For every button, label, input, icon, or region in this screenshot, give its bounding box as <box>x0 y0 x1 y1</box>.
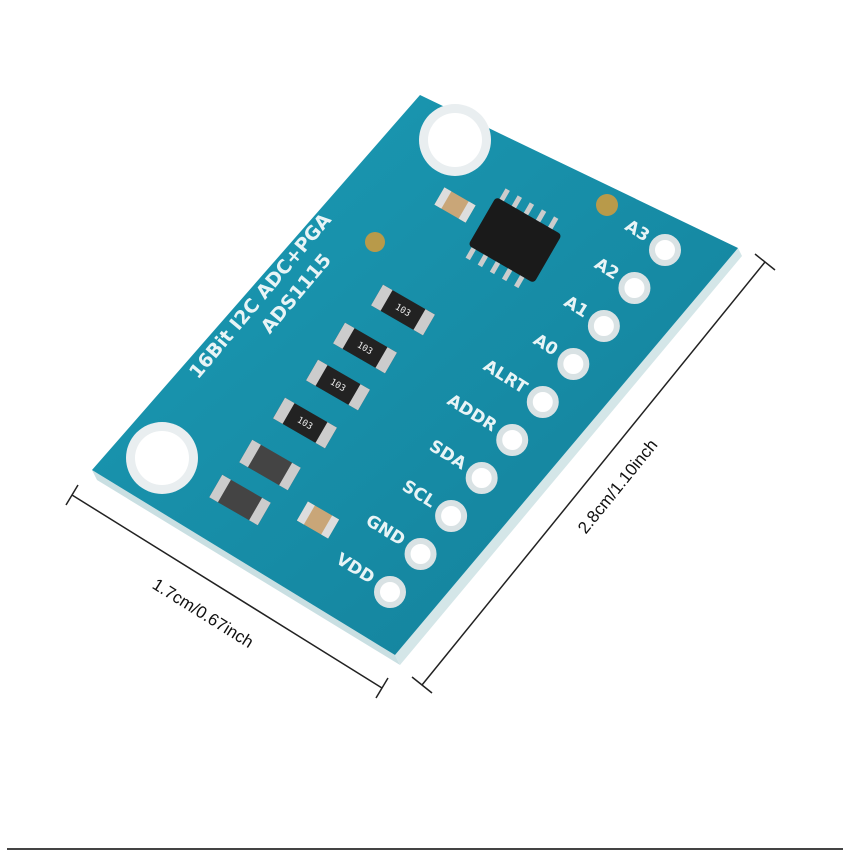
capacitor <box>434 187 476 223</box>
length-label: 2.8cm/1.10inch <box>574 436 661 538</box>
resistor: 103 <box>371 284 435 336</box>
pin-hole-a0 <box>557 348 590 380</box>
pcb-edge-right <box>395 248 742 665</box>
pin-hole-scl <box>435 500 468 532</box>
via-pad <box>365 232 385 252</box>
pin-hole-a2 <box>618 272 651 304</box>
width-dimension <box>65 484 389 699</box>
via-pad <box>596 194 618 216</box>
ic-chip <box>465 188 561 289</box>
length-dimension <box>411 253 776 694</box>
pin-hole-alrt <box>526 386 559 418</box>
resistor: 103 <box>333 322 397 374</box>
mounting-hole <box>419 104 491 176</box>
pin-hole-a3 <box>649 234 681 266</box>
resistor: 103 <box>306 359 370 411</box>
pin-hole-a1 <box>587 310 620 342</box>
inductor <box>239 439 301 491</box>
pin-hole-vdd <box>374 576 406 608</box>
pin-hole-addr <box>496 424 529 456</box>
pin-hole-sda <box>465 462 498 494</box>
width-label: 1.7cm/0.67inch <box>149 575 257 652</box>
pcb-edge <box>92 470 400 665</box>
resistor: 103 <box>273 397 337 449</box>
pin-hole-gnd <box>404 538 437 570</box>
mounting-hole <box>126 422 198 494</box>
inductor <box>209 474 271 526</box>
capacitor <box>296 501 340 539</box>
